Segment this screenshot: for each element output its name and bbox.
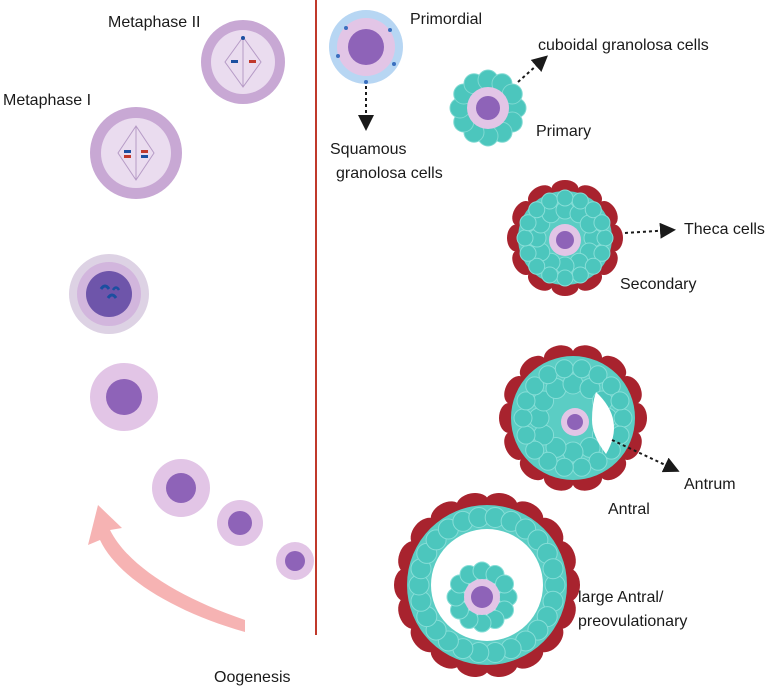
label-granolosa-cells: granolosa cells <box>336 165 443 182</box>
primary-follicle <box>449 69 527 147</box>
granulosa-cell <box>519 214 537 232</box>
granulosa-cell <box>516 425 536 445</box>
primordial-follicle <box>329 10 403 84</box>
granulosa-cell <box>516 391 536 411</box>
label-antral: Antral <box>608 501 650 518</box>
secondary-follicle <box>507 180 623 296</box>
label-primary: Primary <box>536 123 592 140</box>
granulosa-cell <box>538 365 558 385</box>
antrum-cavity <box>592 392 614 454</box>
granulosa-cell <box>525 440 545 460</box>
oocyte-smallest <box>276 542 314 580</box>
granulosa-cell <box>513 408 533 428</box>
granulosa-cell <box>519 244 537 262</box>
granulosa-cell <box>528 257 546 275</box>
granulosa-cell <box>538 451 558 471</box>
label-large-antral: large Antral/ <box>578 589 664 606</box>
label-preovulationary: preovulationary <box>578 613 688 630</box>
oocyte-large-prophase <box>69 254 149 334</box>
granulosa-cell <box>593 214 611 232</box>
cumulus-cell <box>495 574 515 594</box>
granulosa-cell <box>610 391 630 411</box>
granulosa-cell <box>571 192 589 210</box>
label-primordial: Primordial <box>410 11 483 28</box>
oocyte-growing <box>152 459 210 517</box>
large-antral-follicle <box>394 493 580 677</box>
granulosa-cell <box>593 244 611 262</box>
granulosa-cell <box>528 201 546 219</box>
theca-arrow <box>624 222 676 239</box>
label-metaphase-ii: Metaphase II <box>108 14 201 31</box>
oocyte-metaphase-ii <box>201 20 285 104</box>
granulosa-cell <box>613 408 633 428</box>
granulosa-cell <box>588 451 608 471</box>
granulosa-cell <box>571 266 589 284</box>
granulosa-cell <box>542 558 564 580</box>
label-secondary: Secondary <box>620 276 697 293</box>
granulosa-cell <box>556 269 574 287</box>
label-cuboidal-granolosa-cells: cuboidal granolosa cells <box>538 37 709 54</box>
label-antrum: Antrum <box>684 476 736 493</box>
cuboidal-arrow <box>517 55 548 83</box>
label-metaphase-i: Metaphase I <box>3 92 92 109</box>
granulosa-cell <box>596 229 614 247</box>
label-squamous: Squamous <box>330 141 407 158</box>
oocyte-medium <box>90 363 158 431</box>
granulosa-cell <box>525 376 545 396</box>
granulosa-cell <box>572 457 592 477</box>
oocyte-metaphase-i <box>90 107 182 199</box>
granulosa-cell <box>584 201 602 219</box>
granulosa-cell <box>541 192 559 210</box>
label-oogenesis: Oogenesis <box>214 669 291 686</box>
antral-follicle <box>499 345 647 491</box>
granulosa-cell <box>516 229 534 247</box>
oocyte-small <box>217 500 263 546</box>
granulosa-cell <box>572 359 592 379</box>
granulosa-cell <box>588 365 608 385</box>
granulosa-cell <box>554 359 574 379</box>
label-theca-cells: Theca cells <box>684 221 765 238</box>
granulosa-cell <box>556 189 574 207</box>
granulosa-cell <box>541 266 559 284</box>
oogenesis-arrow <box>88 505 245 632</box>
granulosa-cell <box>584 257 602 275</box>
granulosa-cell <box>601 376 621 396</box>
granulosa-cell <box>554 457 574 477</box>
